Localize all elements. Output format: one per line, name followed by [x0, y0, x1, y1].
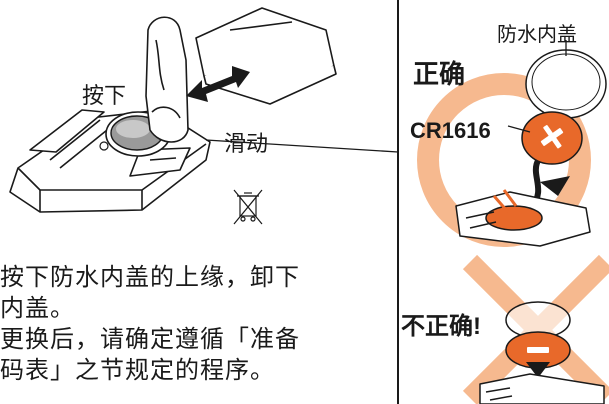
battery-incorrect — [505, 331, 571, 369]
device-illustration — [9, 7, 399, 225]
press-label: 按下 — [82, 84, 127, 109]
instructions-block: 按下防水内盖的上缘，卸下 内盖。 更换后，请确定遵循「准备 码表」之节规定的程序… — [0, 262, 300, 386]
correct-illustration — [417, 40, 607, 247]
battery-model-label: CR1616 — [410, 118, 491, 143]
crossed-out-wheeled-bin-icon — [233, 189, 263, 225]
instruction-line-2: 内盖。 — [0, 294, 75, 322]
column-divider — [397, 0, 399, 404]
slide-arrow-icon — [186, 66, 250, 102]
inner-cover-label: 防水内盖 — [497, 22, 577, 46]
device-bottom-correct — [455, 189, 591, 247]
inner-cover — [525, 40, 607, 119]
incorrect-illustration — [462, 254, 609, 404]
instruction-line-3: 更换后，请确定遵循「准备 — [0, 325, 300, 353]
device-bottom-incorrect — [479, 373, 605, 404]
insert-arrow-head-icon — [540, 176, 570, 196]
x-mark-icon — [540, 125, 564, 149]
minus-mark-icon — [527, 347, 549, 353]
incorrect-label: 不正确! — [401, 313, 481, 340]
down-arrow-icon — [526, 362, 550, 378]
battery-correct — [521, 111, 583, 165]
instruction-line-4: 码表」之节规定的程序。 — [0, 356, 275, 384]
battery-callout-line — [507, 125, 531, 133]
callout-line — [205, 139, 399, 153]
finger — [145, 16, 189, 143]
correct-label: 正确 — [413, 59, 466, 89]
instruction-line-1: 按下防水内盖的上缘，卸下 — [0, 263, 300, 291]
slide-label: 滑动 — [224, 132, 269, 157]
